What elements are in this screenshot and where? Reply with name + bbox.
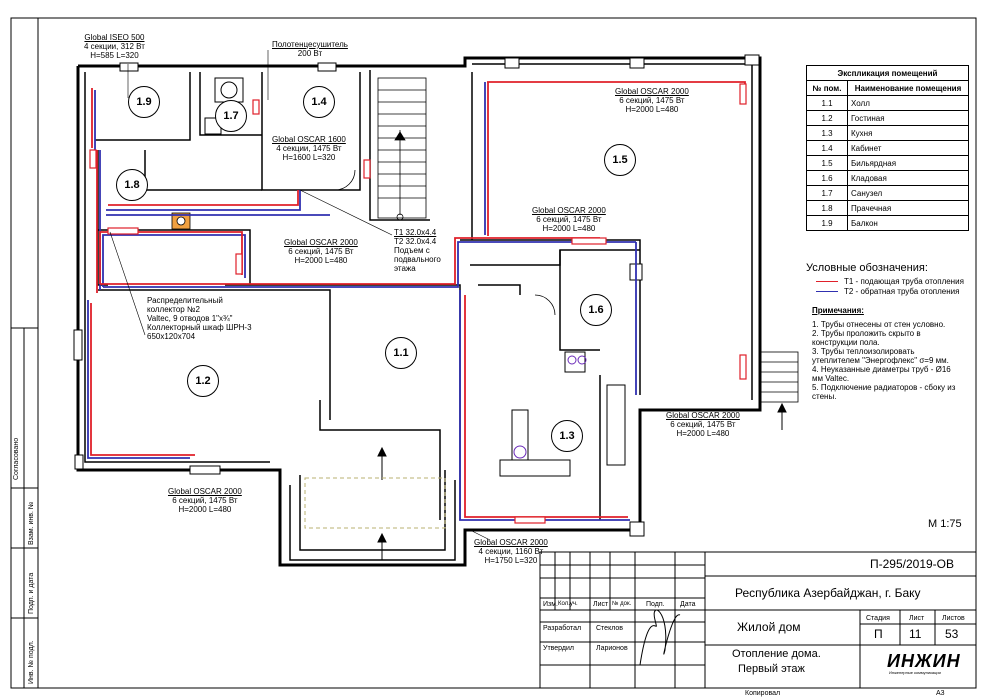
conventions-title: Условные обозначения: xyxy=(806,262,928,274)
document-code: П-295/2019-ОВ xyxy=(870,557,955,571)
stage-value: П xyxy=(874,627,883,641)
copied-by: Копировал xyxy=(745,690,781,697)
legend-conventions: Условные обозначения: T1 - подающая труб… xyxy=(806,262,976,297)
room-marker-1-1: 1.1 xyxy=(385,337,417,369)
note-item: 2. Трубы проложить скрыто в xyxy=(812,329,921,338)
room-explication-table: Экспликация помещений № пом.Наименование… xyxy=(806,65,969,231)
location: Республика Азербайджан, г. Баку xyxy=(735,586,921,600)
return-pipe-swatch xyxy=(816,291,838,292)
supply-pipe-swatch xyxy=(816,281,838,282)
stage-header: Стадия xyxy=(866,615,890,622)
hdr-kol: Кол.уч. xyxy=(558,601,578,607)
note-item: 4. Неуказанные диаметры труб - Ø16 xyxy=(812,365,951,374)
company-logo: ИНЖИН xyxy=(887,651,961,671)
sheet-value: 11 xyxy=(909,627,922,641)
note-item: конструкции пола. xyxy=(812,338,880,347)
note-item: 3. Трубы теплоизолировать xyxy=(812,347,915,356)
explication-title: Экспликация помещений xyxy=(806,65,969,81)
sign-date-label: Подп. и дата xyxy=(28,572,35,614)
note-item: стены. xyxy=(812,392,837,401)
company-logo-subtitle: Инженерные коммуникации xyxy=(889,670,941,675)
room-marker-1-2: 1.2 xyxy=(187,365,219,397)
approver-role: Утвердил xyxy=(543,645,574,652)
room-marker-1-3: 1.3 xyxy=(551,420,583,452)
developer-name: Стеклов xyxy=(596,625,623,632)
col-name: Наименование помещения xyxy=(847,80,969,96)
room-marker-1-6: 1.6 xyxy=(580,294,612,326)
developer-role: Разработал xyxy=(543,625,582,632)
note-item: мм Valtec. xyxy=(812,374,850,383)
note-item: утеплителем "Энергофлекс" σ=9 мм. xyxy=(812,356,949,365)
legend-item-t1: T1 - подающая труба отопления xyxy=(806,277,976,286)
hdr-data: Дата xyxy=(680,601,696,608)
approver-name: Ларионов xyxy=(596,645,628,652)
hdr-izm: Изм. xyxy=(543,601,558,608)
sheets-value: 53 xyxy=(945,627,959,641)
object-name: Жилой дом xyxy=(737,620,801,634)
note-item: 5. Подключение радиаторов - сбоку из xyxy=(812,383,956,392)
room-marker-1-9: 1.9 xyxy=(128,86,160,118)
room-marker-1-7: 1.7 xyxy=(215,100,247,132)
scale-label: М 1:75 xyxy=(928,518,962,530)
notes-title: Примечания: xyxy=(812,306,864,315)
notes-list: 1. Трубы отнесены от стен условно. 2. Тр… xyxy=(812,320,972,401)
hdr-list: Лист xyxy=(593,601,609,608)
sheet-format: A3 xyxy=(936,690,945,697)
sheet-title-line2: Первый этаж xyxy=(738,663,805,675)
replace-inv-label: Взам. инв. № xyxy=(28,501,35,545)
legend-item-t2: T2 - обратная труба отопления xyxy=(806,287,976,296)
inv-original-label: Инв. № подл. xyxy=(28,640,35,684)
sheet-header: Лист xyxy=(909,615,925,622)
hdr-podp: Подп. xyxy=(646,601,665,608)
note-item: 1. Трубы отнесены от стен условно. xyxy=(812,320,946,329)
col-number: № пом. xyxy=(806,80,848,96)
sheet-title-line1: Отопление дома. xyxy=(732,648,821,660)
sheets-header: Листов xyxy=(942,615,965,622)
room-marker-1-5: 1.5 xyxy=(604,144,636,176)
room-marker-1-4: 1.4 xyxy=(303,86,335,118)
hdr-ndok: № док. xyxy=(612,601,632,607)
approved-label: Согласовано xyxy=(13,437,20,480)
room-marker-1-8: 1.8 xyxy=(116,169,148,201)
